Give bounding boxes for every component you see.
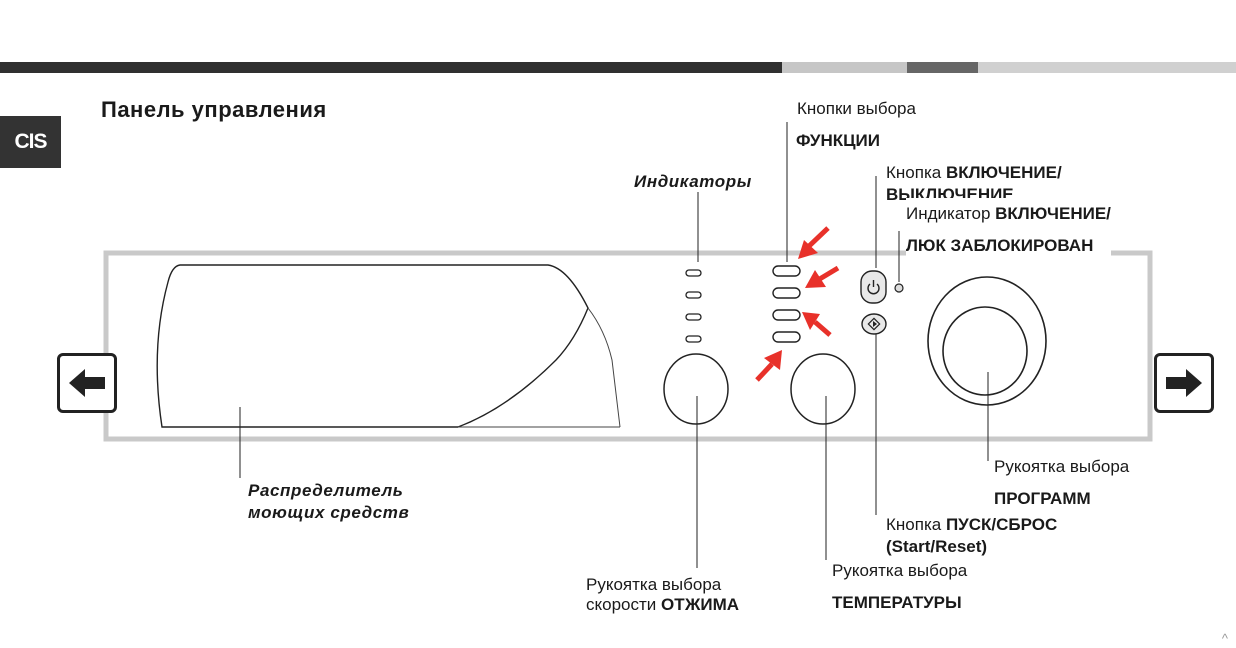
function-buttons-label: Кнопки выбора (797, 99, 916, 118)
scroll-up-caret[interactable]: ^ (1221, 631, 1228, 646)
control-panel-frame (103, 250, 1153, 442)
header-bar-dark (0, 62, 782, 73)
temperature-knob-label: Рукоятка выбора ТЕМПЕРАТУРЫ (832, 561, 968, 612)
start-reset-label: Кнопка ПУСК/СБРОС (Start/Reset) (886, 515, 1058, 556)
function-button (772, 309, 801, 321)
red-arrow-1 (798, 226, 830, 259)
power-icon (867, 280, 880, 295)
spin-knob-label: Рукоятка выбора скорости ОТЖИМА (586, 575, 740, 614)
language-tab-label: CIS (14, 130, 47, 153)
next-page-button[interactable] (1154, 353, 1214, 413)
power-indicator-label: Индикатор ВКЛЮЧЕНИЕ/ ЛЮК ЗАБЛОКИРОВАН (906, 198, 1111, 262)
indicator-led (685, 269, 702, 277)
detergent-drawer (156, 264, 589, 428)
arrow-right-icon (1166, 369, 1202, 397)
function-button (772, 265, 801, 277)
function-buttons-title: ФУНКЦИИ (796, 131, 880, 150)
detergent-drawer-edge (587, 307, 621, 428)
program-knob-label: Рукоятка выбора ПРОГРАММ (994, 457, 1130, 508)
indicator-led (685, 335, 702, 343)
arrow-left-icon (69, 369, 105, 397)
red-arrow-3 (802, 312, 832, 337)
function-button (772, 287, 801, 299)
spin-knob (663, 353, 729, 425)
program-knob-inner (942, 306, 1028, 396)
indicators-label: Индикаторы (634, 172, 752, 191)
indicator-led (685, 313, 702, 321)
temperature-knob (790, 353, 856, 425)
header-bar-light (782, 62, 907, 73)
language-tab[interactable]: CIS (0, 116, 61, 168)
power-lock-indicator (894, 283, 904, 293)
page-title: Панель управления (101, 97, 327, 122)
red-arrow-4 (755, 350, 782, 382)
red-arrow-2 (805, 265, 840, 288)
function-button (772, 331, 801, 343)
start-reset-icon (867, 317, 881, 331)
prev-page-button[interactable] (57, 353, 117, 413)
indicator-led (685, 291, 702, 299)
header-bar-pale (978, 62, 1236, 73)
header-bar-mid (907, 62, 978, 73)
dispenser-label: Распределитель моющих средств (248, 481, 410, 522)
